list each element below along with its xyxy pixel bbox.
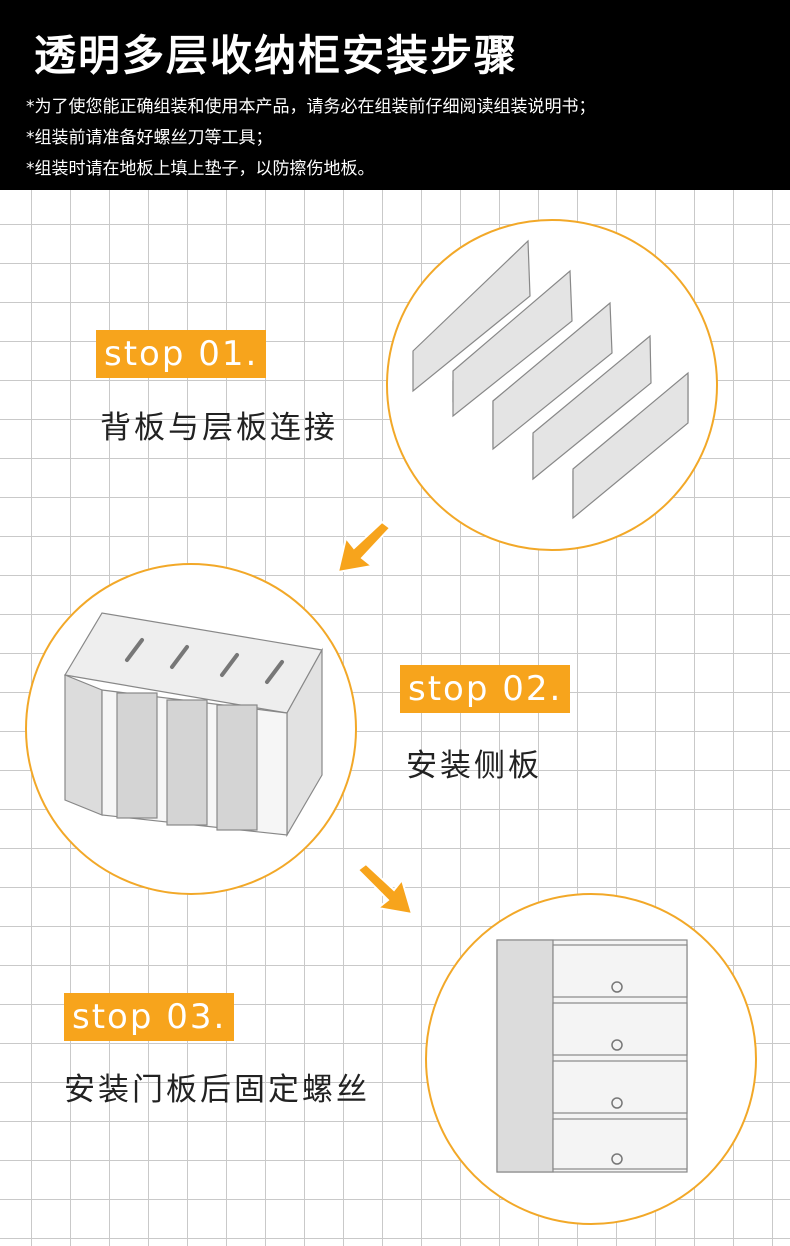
- step-1-illustration: [386, 219, 718, 551]
- note-floor-mat: *组装时请在地板上填上垫子，以防擦伤地板。: [26, 159, 375, 179]
- note-read-manual: *为了使您能正确组装和使用本产品，请务必在组装前仔细阅读组装说明书；: [26, 97, 596, 117]
- assembly-notes: *为了使您能正确组装和使用本产品，请务必在组装前仔细阅读组装说明书； *组装前请…: [26, 92, 596, 185]
- cabinet-with-doors-image: [496, 939, 688, 1173]
- step-1-description: 背板与层板连接: [100, 410, 338, 446]
- header-banner: 透明多层收纳柜安装步骤 *为了使您能正确组装和使用本产品，请务必在组装前仔细阅读…: [0, 0, 790, 190]
- page-title: 透明多层收纳柜安装步骤: [34, 31, 519, 80]
- cabinet-frame-image: [64, 612, 323, 838]
- step-2-illustration: [25, 563, 357, 895]
- step-2-tag: stop 02.: [400, 665, 571, 713]
- arrow-down-left-icon: [336, 520, 392, 574]
- step-3-illustration: [425, 893, 757, 1225]
- arrow-down-right-icon: [356, 862, 414, 916]
- step-3-tag: stop 03.: [64, 993, 235, 1041]
- note-prepare-tools: *组装前请准备好螺丝刀等工具；: [26, 128, 273, 148]
- step-1-tag: stop 01.: [96, 330, 267, 378]
- step-2-description: 安装侧板: [406, 748, 542, 784]
- step-3-description: 安装门板后固定螺丝: [64, 1072, 370, 1108]
- shelf-panels-image: [412, 239, 689, 520]
